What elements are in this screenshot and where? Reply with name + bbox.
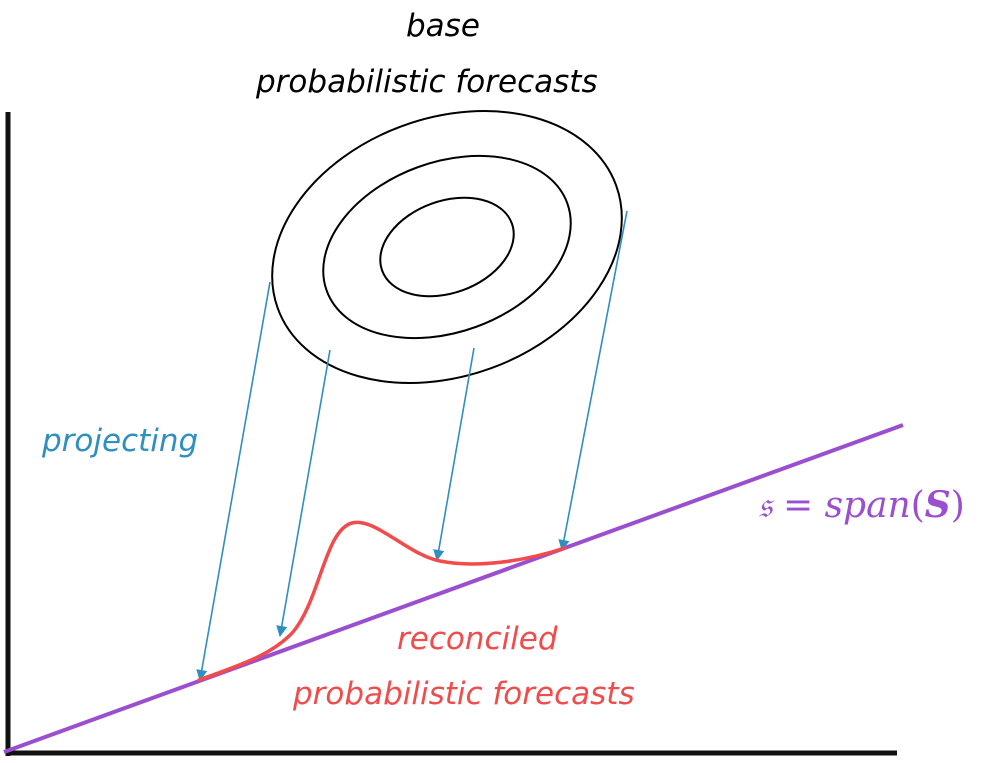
summing-matrix: S — [924, 484, 951, 526]
projection-arrow — [196, 281, 271, 682]
base-forecast-contours — [271, 110, 623, 384]
span-open-paren: ( — [910, 485, 925, 526]
span-function: span — [824, 485, 911, 526]
reconciled-density-curve — [197, 520, 567, 682]
title-line-1: base — [406, 8, 480, 44]
reconciled-label-line-2: probabilistic forecasts — [293, 676, 635, 712]
projection-arrow — [433, 347, 475, 562]
subspace-symbol: 𝔰 — [758, 485, 772, 526]
subspace-equals: = — [771, 485, 825, 526]
outer-contour — [271, 110, 623, 384]
span-close-paren: ) — [950, 485, 965, 526]
subspace-line — [3, 423, 904, 754]
reconciled-label-line-1: reconciled — [397, 621, 558, 657]
projection-arrow — [276, 349, 331, 638]
subspace-label: 𝔰 = span(S) — [758, 484, 965, 527]
middle-contour — [322, 154, 572, 340]
projection-arrow — [558, 210, 628, 552]
inner-contour — [379, 196, 515, 298]
projecting-label: projecting — [42, 423, 199, 459]
title-line-2: probabilistic forecasts — [256, 64, 598, 100]
